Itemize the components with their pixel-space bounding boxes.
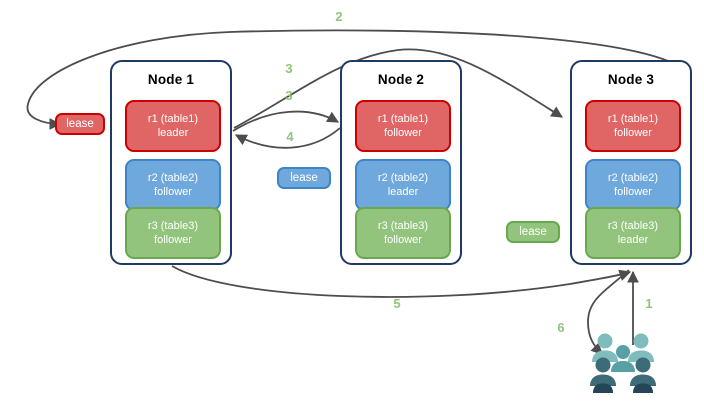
replica-line-2: follower: [154, 234, 192, 246]
step-label-3b: 3: [285, 88, 293, 103]
edge-step-4: [234, 127, 341, 149]
node-title: Node 2: [377, 72, 425, 87]
replica-n1-r2[interactable]: r2 (table2) follower: [125, 159, 221, 211]
replica-line-2: follower: [614, 127, 652, 139]
step-label-2: 2: [335, 9, 343, 24]
step-label-1: 1: [645, 296, 653, 311]
replica-line-1: r2 (table2): [147, 172, 199, 184]
edge-step-3-to-node2: [232, 110, 340, 132]
edge-step-2: [26, 29, 691, 130]
replica-n3-r1[interactable]: r1 (table1) follower: [585, 100, 681, 152]
step-label-6: 6: [557, 320, 565, 335]
users-icon: [590, 333, 656, 393]
replica-line-1: r2 (table2): [377, 172, 429, 184]
replica-n2-r2[interactable]: r2 (table2) leader: [355, 159, 451, 211]
node-title: Node 3: [607, 72, 655, 87]
edge-step-6: [587, 269, 630, 355]
replica-line-2: follower: [384, 127, 422, 139]
replica-n3-r3[interactable]: r3 (table3) leader: [585, 207, 681, 259]
replica-line-1: r3 (table3): [607, 220, 659, 232]
users-front-row: [590, 357, 656, 386]
replica-line-1: r3 (table3): [377, 220, 429, 232]
edge-step-5: [171, 265, 632, 298]
replica-line-2: leader: [617, 234, 649, 246]
replica-line-1: r2 (table2): [607, 172, 659, 184]
step-label-3a: 3: [285, 61, 293, 76]
edge-step-3-to-node3: [233, 48, 563, 129]
lease-badge-green[interactable]: lease: [506, 221, 560, 243]
replica-n2-r1[interactable]: r1 (table1) follower: [355, 100, 451, 152]
replica-line-1: r1 (table1): [377, 113, 429, 125]
node-container-3[interactable]: Node 3 r1 (table1) follower r2 (table2) …: [570, 60, 692, 265]
node-title: Node 1: [147, 72, 195, 87]
replica-line-1: r1 (table1): [147, 113, 199, 125]
replica-line-2: leader: [157, 127, 189, 139]
step-label-5: 5: [393, 296, 401, 311]
replica-line-2: follower: [614, 186, 652, 198]
step-label-4: 4: [286, 129, 294, 144]
replica-n2-r3[interactable]: r3 (table3) follower: [355, 207, 451, 259]
replica-n3-r2[interactable]: r2 (table2) follower: [585, 159, 681, 211]
lease-badge-red[interactable]: lease: [55, 113, 105, 135]
node-container-2[interactable]: Node 2 r1 (table1) follower r2 (table2) …: [340, 60, 462, 265]
users-middle-person: [611, 345, 635, 372]
replica-line-2: follower: [384, 234, 422, 246]
node-container-1[interactable]: Node 1 r1 (table1) leader r2 (table2) fo…: [110, 60, 232, 265]
replica-line-2: leader: [387, 186, 419, 198]
replica-n1-r1[interactable]: r1 (table1) leader: [125, 100, 221, 152]
users-foreground-row: [593, 383, 653, 393]
users-actor[interactable]: [588, 332, 660, 394]
replica-line-2: follower: [154, 186, 192, 198]
lease-badge-blue[interactable]: lease: [277, 167, 331, 189]
replica-line-1: r3 (table3): [147, 220, 199, 232]
replica-line-1: r1 (table1): [607, 113, 659, 125]
replica-n1-r3[interactable]: r3 (table3) follower: [125, 207, 221, 259]
